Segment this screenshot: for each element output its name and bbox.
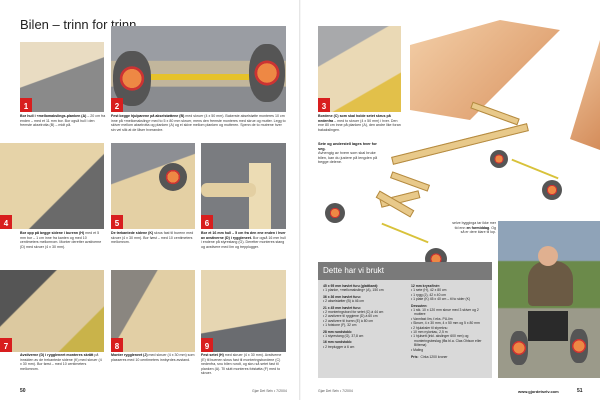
step-2-photo: 2: [111, 26, 286, 112]
page-number-right: 51: [577, 388, 583, 394]
step-number: 9: [201, 338, 213, 352]
caption-text: Bor også 16 mm hull i endene på styresta…: [201, 235, 286, 249]
material-item: • 2 avstivere til ryggiene (D) à 60 cm: [323, 314, 378, 319]
step-number: 6: [201, 215, 213, 229]
step-number: 2: [111, 98, 123, 112]
wheel-icon: [542, 180, 562, 200]
price-line: Pris:Cirka 1200 kroner: [411, 355, 491, 359]
material-item: • 1 plate (K) 45 x 40 cm – til to sider …: [411, 297, 471, 302]
step-9-caption: Fest setet (H) med skruer (4 x 30 mm). A…: [201, 353, 286, 376]
step-1-photo: 1: [20, 42, 104, 112]
footer-magazine-left: Gjør Det Selv • 7/2004: [252, 389, 287, 393]
photo-caption: selve byggingа tar ikke mer tid enn en f…: [452, 221, 496, 235]
material-item: • Vannfast lim, f.eks. PU-lim: [411, 316, 453, 321]
family-car-photo: [498, 221, 600, 378]
step-number: 5: [111, 215, 123, 229]
material-item: • Maling: [411, 347, 424, 352]
caption-text: skrus fast til burenn med skruer (4 x 30…: [111, 231, 194, 245]
material-group-title: 45 x 95 mm høvlet furu (glattkant):: [323, 284, 379, 288]
step-3-caption: Bordene (C) som skal holde setet skrus p…: [318, 114, 401, 132]
caption-lead: Bor opp på begge sidene i burenn (H): [20, 231, 85, 235]
material-item: • 1 rygg (J), 42 x 40 cm: [411, 292, 446, 297]
material-item: • 2 avstivere til burnn (E) à 80 cm: [323, 318, 373, 323]
caption-text: selve byggingа tar ikke mer tid enn: [452, 221, 496, 230]
caption-lead: Fest begge hjulparene på akselstøttene (…: [111, 114, 185, 118]
page-title: Bilen – trinn for trinn: [20, 17, 137, 32]
caption-text: . Og så er dere klare til lop.: [460, 225, 496, 235]
caption-lead: De trekantede sidene (K): [111, 231, 154, 235]
page-gutter: [299, 0, 301, 400]
caption-lead: Bor hull i «mellomakslings-planken (A): [20, 114, 87, 118]
material-item: • 2 monteringsbord for setet (C) à 44 cm: [323, 310, 384, 315]
material-item: • 2 akselstøtter (B) à 46 cm: [323, 299, 364, 304]
material-item: • 1 stk. 10 x 120 mm skrue med 3 skiver …: [411, 308, 479, 317]
step-5-caption: De trekantede sidene (K) skrus fast til …: [111, 231, 195, 245]
caption-text: på innsiden av de trekantede sidene (K) …: [20, 353, 102, 371]
material-item: • 1 planke, «mellomaksling» (A), 150 cm: [323, 288, 384, 293]
materials-box: Dette har vi brukt 45 x 95 mm høvlet fur…: [318, 262, 492, 378]
materials-right-column: 12 mm kryssfinér:• 1 sete (H), 42 x 80 c…: [411, 282, 491, 360]
step-6-caption: Bor et 16 mm hull – 5 cm fra den ene end…: [201, 231, 286, 249]
footer-url[interactable]: www.gjordetselv.com: [518, 389, 559, 394]
price-value: Cirka 1200 kroner: [420, 355, 448, 360]
step-number: 1: [20, 98, 32, 112]
footer-magazine-right: Gjør Det Selv • 7/2004: [318, 389, 353, 393]
materials-left-column: 45 x 95 mm høvlet furu (glattkant):• 1 p…: [323, 282, 408, 349]
step-3-photo: 3: [318, 26, 401, 112]
material-item: • 1 fotstone (F), 32 cm: [323, 323, 357, 328]
step-number: 8: [111, 338, 123, 352]
caption-lead: Fest setet (H): [201, 353, 224, 357]
step-number: 3: [318, 98, 330, 112]
step-1-caption: Bor hull i «mellomakslings-planken (A) –…: [20, 114, 106, 128]
material-group-title: 12 mm kryssfinér:: [411, 284, 441, 288]
caption-lead: Avstiverne (D) i ryggleneet monteres skr…: [20, 353, 94, 357]
material-item: • 2 treplugger à 6 cm: [323, 344, 355, 349]
caption-text: med et 5 mm bor – 1 cm inne fra kanten o…: [20, 231, 102, 249]
assembly-diagram: [320, 0, 600, 270]
step-7-photo: 7: [0, 270, 104, 352]
caption-text: – 20 cm fra enden – med et 11 mm bor. Bo…: [20, 114, 106, 128]
step-8-caption: Monter ryggleneet (J) med skruer (4 x 30…: [111, 353, 195, 362]
caption-text: med skruer (4 x 30 mm) som plasseres med…: [111, 353, 195, 362]
price-label: Pris:: [411, 355, 419, 360]
caption-lead: Monter ryggleneet (J): [111, 353, 148, 357]
material-group-title: 16 mm rundstokk:: [323, 340, 353, 345]
page-number-left: 50: [20, 388, 26, 394]
caption-text: – med to skruer (4 x 50 mm) i hver. Den …: [318, 118, 401, 132]
wheel-icon: [325, 203, 345, 223]
material-item: • 10 mm nylontau, 2,5 m: [411, 330, 448, 335]
step-4-caption: Bor opp på begge sidene i burenn (H) med…: [20, 231, 106, 249]
material-item: • 1 sete (H), 42 x 80 cm: [411, 288, 447, 293]
step-number: 7: [0, 338, 12, 352]
step-6-photo: 6: [201, 143, 286, 229]
step-4-photo: 4: [0, 143, 104, 229]
step-7-caption: Avstiverne (D) i ryggleneet monteres skr…: [20, 353, 104, 371]
note-heading: Sete og understell lages hver for seg.: [318, 142, 377, 151]
material-item: • 2 hjulaksler til styreknu: [411, 325, 448, 330]
step-5-photo: 5: [111, 143, 195, 229]
material-item: • 1 styrestang (G), 37,8 cm: [323, 334, 364, 339]
step-2-caption: Fest begge hjulparene på akselstøttene (…: [111, 114, 286, 132]
caption-text: med skruer (4 x 30 mm). Avstiverne (E) t…: [201, 353, 282, 376]
caption-lead: Bor et 16 mm hull – 5 cm fra den ene end…: [201, 231, 286, 240]
material-group-title: 36 x 36 mm høvlet furu:: [323, 294, 361, 299]
caption-text: med skruer (4 x 50 mm). Bakerste akselst…: [111, 114, 286, 132]
caption-lead: Bordene (C) som skal holde setet skrus p…: [318, 114, 391, 123]
material-group-title: Dessuten:: [411, 303, 428, 308]
caption-bold: en formiddag: [466, 225, 490, 230]
material-group-title: 28 mm rundstokk:: [323, 329, 353, 334]
material-group-title: 21 x 45 mm høvlet furu:: [323, 305, 361, 310]
wheel-icon: [490, 150, 508, 168]
material-item: • 1 hjulsett (inkl. akslinger 600 mm) og…: [411, 334, 482, 348]
material-item: • Skruer, 4 x 30 mm, 4 x 50 mm og 5 x 80…: [411, 321, 480, 326]
step-8-photo: 8: [111, 270, 195, 352]
step-9-photo: 9: [201, 270, 286, 352]
materials-heading: Dette har vi brukt: [318, 262, 492, 280]
note-text: Avhengig av hvem som skal bruke bilen, k…: [318, 151, 378, 165]
step-number: 4: [0, 215, 12, 229]
sidebar-note: Sete og understell lages hver for seg.Av…: [318, 142, 380, 165]
